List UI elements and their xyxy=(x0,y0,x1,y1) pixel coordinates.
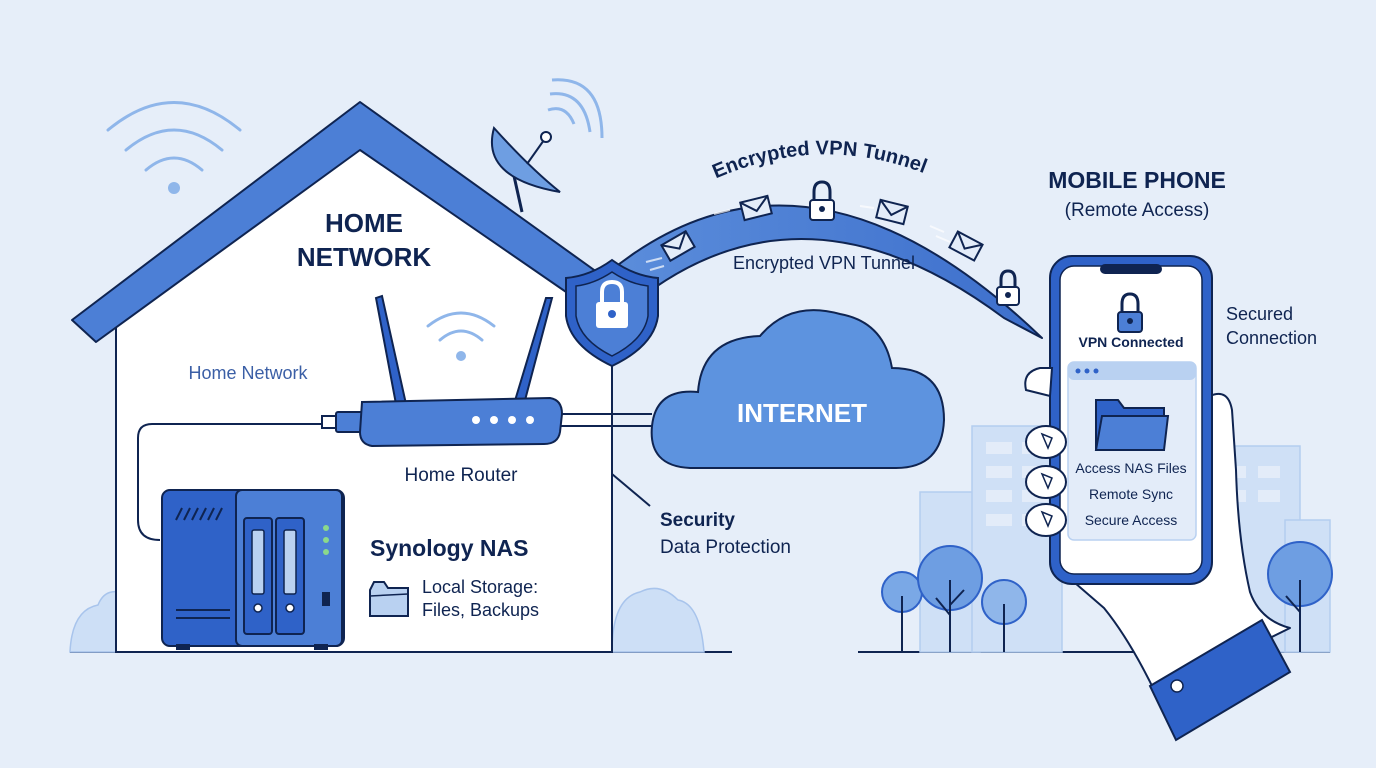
tree-icon xyxy=(981,579,1027,652)
envelope-icon xyxy=(875,198,909,226)
tree-icon xyxy=(1267,541,1333,652)
mobile-phone xyxy=(1049,255,1213,585)
internet-label: INTERNET xyxy=(737,398,867,428)
padlock-icon xyxy=(1117,292,1143,333)
phone-item-sync[interactable]: Remote Sync xyxy=(1089,486,1173,502)
bush-left xyxy=(69,587,705,653)
tunnel-arc-label-path: Encrypted VPN Tunnel xyxy=(709,137,930,183)
phone-item-secure[interactable]: Secure Access xyxy=(1085,512,1178,528)
home-router xyxy=(358,294,564,448)
tunnel-inner-label: Encrypted VPN Tunnel xyxy=(733,253,915,273)
folder-icon xyxy=(369,581,409,617)
nas-storage-line2: Files, Backups xyxy=(422,600,539,620)
trees xyxy=(881,541,1333,652)
cloud-icon xyxy=(650,309,946,469)
house-title-line1: HOME xyxy=(325,208,403,238)
tree-icon xyxy=(881,571,923,652)
envelope-icon xyxy=(948,230,984,262)
hand-icon xyxy=(1059,392,1292,742)
phone-side-line1: Secured xyxy=(1226,304,1293,324)
tunnel-arc-label: Encrypted VPN Tunnel xyxy=(709,137,930,183)
phone-item-access[interactable]: Access NAS Files xyxy=(1075,460,1186,476)
nas-storage-line1: Local Storage: xyxy=(422,577,538,597)
phone-side-line2: Connection xyxy=(1226,328,1317,348)
tree-icon xyxy=(917,545,983,652)
shield-lock-icon xyxy=(565,258,659,368)
house-subtitle: Home Network xyxy=(188,363,308,383)
network-cables xyxy=(137,413,652,541)
phone-status: VPN Connected xyxy=(1078,334,1183,350)
router-wifi-icon xyxy=(426,311,496,361)
envelope-icon xyxy=(660,229,696,263)
phone-subtitle: (Remote Access) xyxy=(1065,200,1210,221)
fingernails xyxy=(1040,432,1053,528)
phone-title: MOBILE PHONE xyxy=(1048,167,1226,193)
padlock-icon xyxy=(996,269,1020,306)
satellite-dish-icon xyxy=(491,78,604,213)
folder-icon xyxy=(1094,399,1170,451)
hand-fingers xyxy=(1024,367,1067,537)
house-title-line2: NETWORK xyxy=(297,242,432,272)
padlock-icon xyxy=(809,180,835,221)
security-title: Security xyxy=(660,510,735,531)
vpn-tunnel xyxy=(581,180,1043,339)
nas-title: Synology NAS xyxy=(370,535,528,561)
ethernet-plug-icon xyxy=(321,411,367,433)
security-subtitle: Data Protection xyxy=(660,537,791,558)
synology-nas xyxy=(161,489,345,650)
wifi-icon xyxy=(106,101,242,194)
envelope-icon xyxy=(739,194,773,222)
router-label: Home Router xyxy=(405,465,519,486)
